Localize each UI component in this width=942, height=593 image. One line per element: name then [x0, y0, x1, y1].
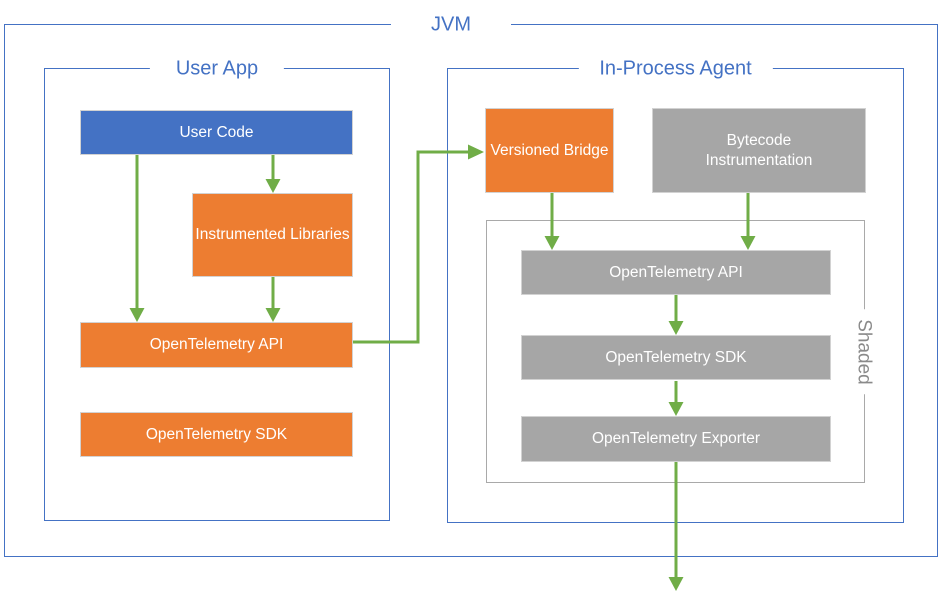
node-app-opentelemetry-api-label: OpenTelemetry API	[149, 336, 284, 354]
node-user-code: User Code	[80, 110, 353, 155]
node-versioned-bridge: Versioned Bridge	[485, 108, 614, 193]
node-agent-opentelemetry-sdk: OpenTelemetry SDK	[521, 335, 831, 380]
node-bytecode-instrumentation-label: Bytecode Instrumentation	[705, 131, 813, 169]
node-agent-opentelemetry-exporter-label: OpenTelemetry Exporter	[592, 430, 760, 448]
node-agent-opentelemetry-api-label: OpenTelemetry API	[609, 263, 743, 281]
in-process-agent-label: In-Process Agent	[578, 58, 773, 79]
user-app-label: User App	[149, 58, 285, 79]
node-instrumented-libraries: Instrumented Libraries	[192, 193, 353, 277]
node-agent-opentelemetry-exporter: OpenTelemetry Exporter	[521, 416, 831, 462]
node-instrumented-libraries-label: Instrumented Libraries	[195, 226, 350, 244]
jvm-label: JVM	[391, 14, 511, 35]
shaded-label: Shaded	[854, 308, 875, 395]
node-agent-opentelemetry-sdk-label: OpenTelemetry SDK	[605, 348, 747, 366]
node-app-opentelemetry-sdk-label: OpenTelemetry SDK	[145, 425, 288, 443]
jvm-frame: JVM	[4, 14, 938, 557]
node-app-opentelemetry-sdk: OpenTelemetry SDK	[80, 412, 353, 457]
node-versioned-bridge-label: Versioned Bridge	[490, 141, 609, 159]
node-agent-opentelemetry-api: OpenTelemetry API	[521, 250, 831, 295]
node-bytecode-instrumentation: Bytecode Instrumentation	[652, 108, 866, 193]
node-user-code-label: User Code	[179, 123, 254, 141]
node-app-opentelemetry-api: OpenTelemetry API	[80, 322, 353, 368]
